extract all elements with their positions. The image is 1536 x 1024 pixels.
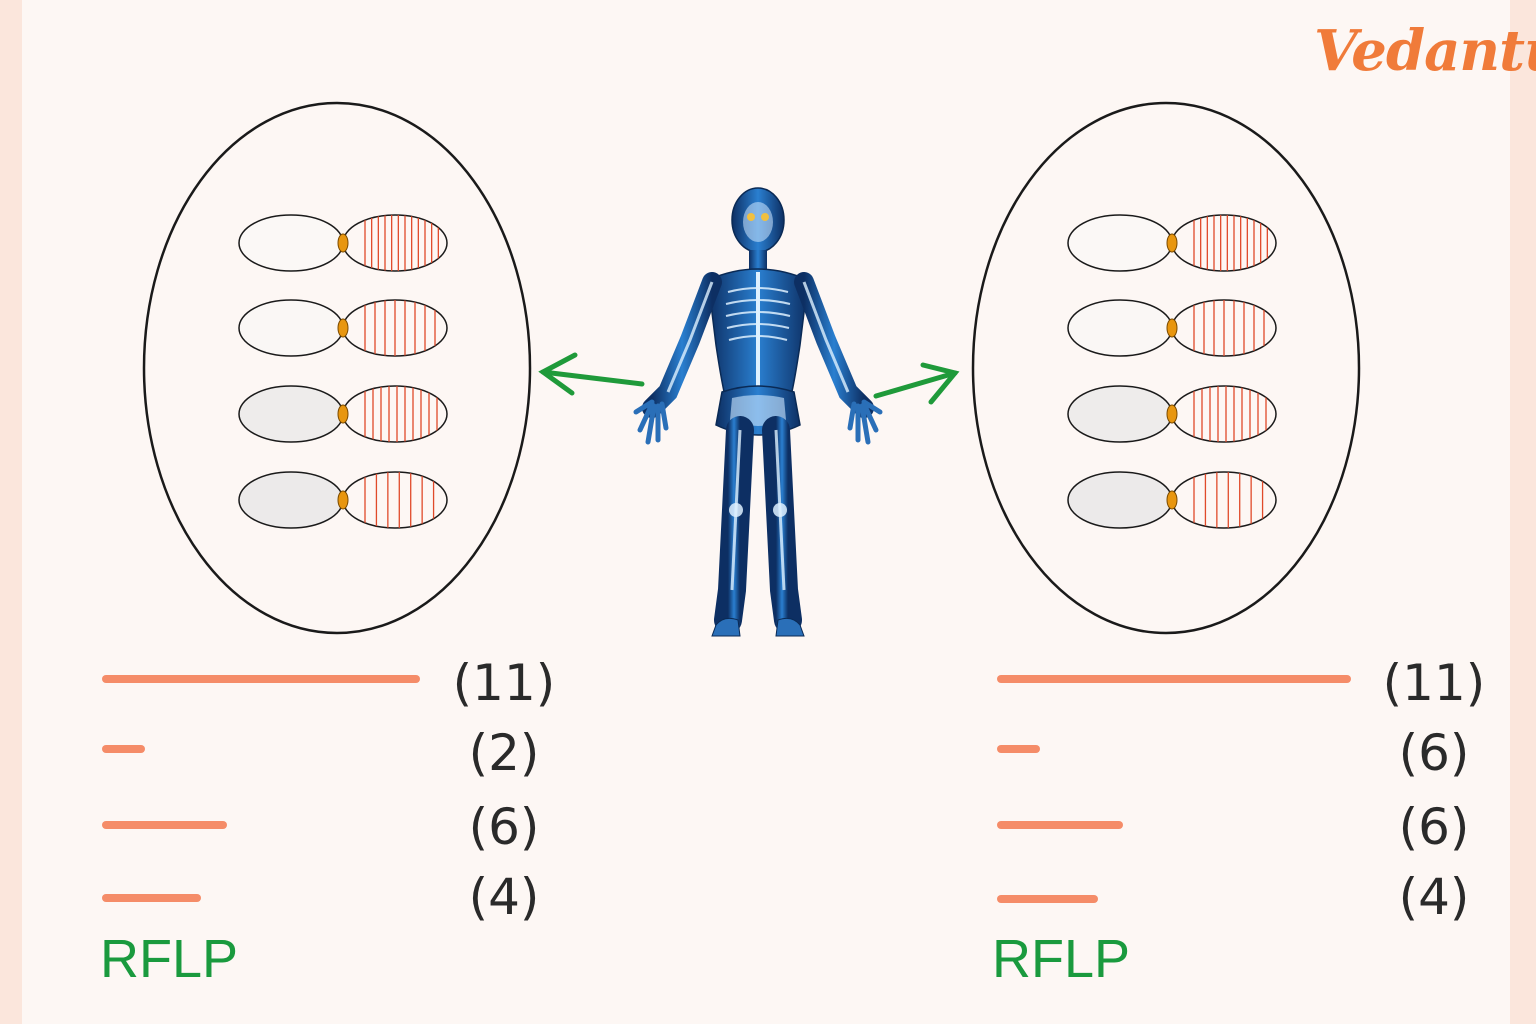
centromere-icon: [1166, 490, 1178, 510]
vedantu-logo: Vedantu: [1314, 18, 1536, 84]
centromere-icon: [337, 404, 349, 424]
right-chromosome-4: [1067, 471, 1277, 529]
left-cell: [142, 101, 532, 635]
left-chromosome-3: [238, 385, 448, 443]
left-band-2-label: (2): [468, 724, 540, 782]
human-skeleton-icon: [633, 187, 883, 637]
right-chromosome-group: [1067, 214, 1277, 529]
right-band-3-label: (6): [1398, 798, 1470, 856]
right-chromosome-1: [1067, 214, 1277, 272]
left-chromosome-2: [238, 299, 448, 357]
right-chromosome-2: [1067, 299, 1277, 357]
left-gel-bands: [102, 675, 420, 902]
left-cell-outline: [142, 101, 532, 635]
left-band-3-label: (6): [468, 798, 540, 856]
centromere-icon: [1166, 404, 1178, 424]
arrow-right-icon: [873, 362, 960, 405]
right-rflp-caption: RFLP: [992, 929, 1131, 989]
right-band-4-label: (4): [1398, 868, 1470, 926]
right-cell: [971, 101, 1361, 635]
centromere-icon: [1166, 318, 1178, 338]
right-cell-outline: [971, 101, 1361, 635]
centromere-icon: [337, 318, 349, 338]
left-band-1-label: (11): [452, 654, 556, 712]
right-band-1-label: (11): [1382, 654, 1486, 712]
right-chromosome-3: [1067, 385, 1277, 443]
left-chromosome-4: [238, 471, 448, 529]
left-rflp-caption: RFLP: [100, 929, 239, 989]
centromere-icon: [337, 233, 349, 253]
left-chromosome-group: [238, 214, 448, 529]
right-gel-bands: [997, 675, 1351, 903]
arrow-left-icon: [538, 352, 645, 396]
diagram-canvas: Vedantu (11) (2) (6) (4) RFLP (11) (6) (…: [22, 0, 1536, 1024]
diagram-svg: [102, 101, 1361, 903]
centromere-icon: [1166, 233, 1178, 253]
right-band-2-label: (6): [1398, 724, 1470, 782]
left-chromosome-1: [238, 214, 448, 272]
centromere-icon: [337, 490, 349, 510]
left-band-4-label: (4): [468, 868, 540, 926]
